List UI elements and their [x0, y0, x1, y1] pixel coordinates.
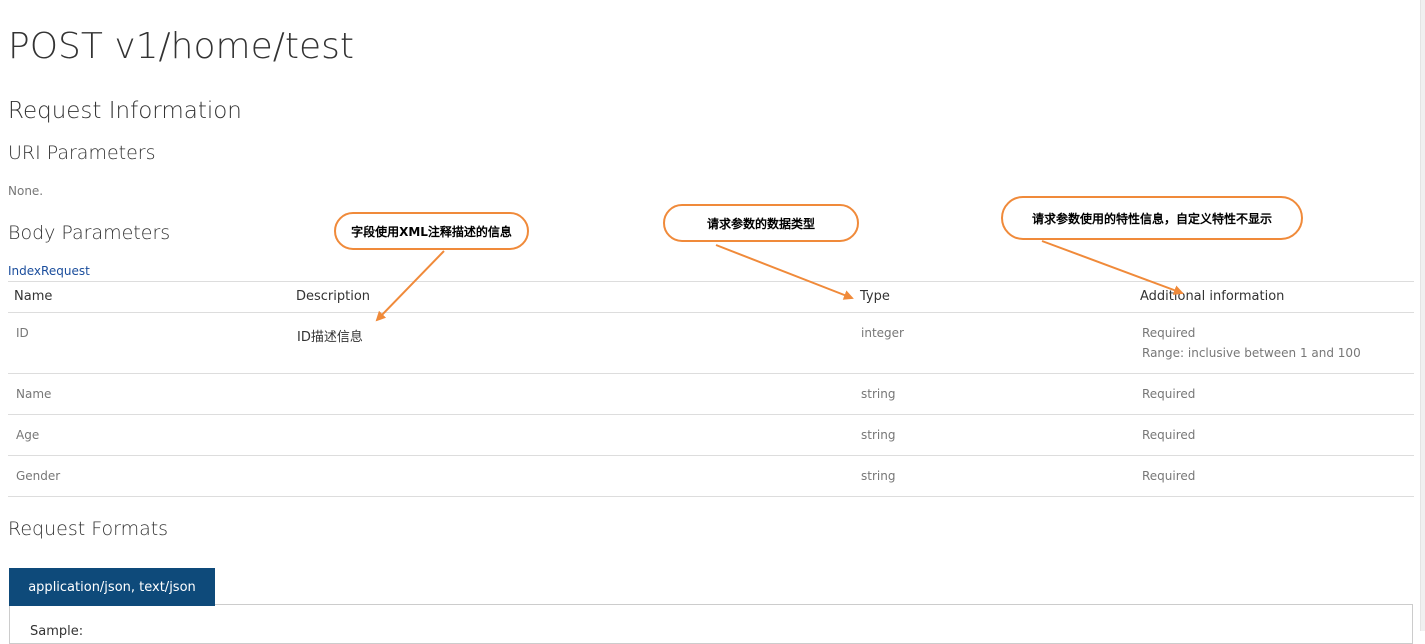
row-divider [8, 455, 1414, 456]
column-header-description: Description [296, 289, 371, 304]
column-header-type: Type [860, 289, 890, 304]
param-type: integer [861, 326, 904, 340]
model-link-indexrequest[interactable]: IndexRequest [8, 264, 90, 278]
row-divider [8, 373, 1414, 374]
page-title: POST v1/home/test [8, 26, 354, 67]
uri-parameters-heading: URI Parameters [8, 142, 156, 164]
param-name: ID [16, 326, 29, 340]
description-callout: 字段使用XML注释描述的信息 [334, 212, 529, 250]
request-formats-heading: Request Formats [8, 518, 169, 540]
column-header-name: Name [14, 289, 53, 304]
sample-panel [9, 604, 1413, 644]
description-arrow [375, 250, 445, 322]
uri-parameters-none: None. [8, 184, 44, 198]
param-description: ID描述信息 [297, 330, 363, 345]
param-info-required: Required [1142, 387, 1196, 401]
body-parameters-heading: Body Parameters [8, 222, 171, 244]
param-type: string [861, 469, 896, 483]
param-name: Gender [16, 469, 61, 483]
scrollbar[interactable] [1420, 0, 1425, 631]
param-name: Name [16, 387, 52, 401]
table-top-rule [8, 281, 1414, 282]
param-name: Age [16, 428, 40, 442]
request-information-heading: Request Information [8, 98, 242, 124]
table-header-rule [8, 312, 1414, 313]
type-arrow [715, 244, 854, 300]
param-info-required: Required [1142, 428, 1196, 442]
param-type: string [861, 428, 896, 442]
param-type: string [861, 387, 896, 401]
annotation-arrows [375, 240, 1184, 322]
column-header-additional-information: Additional information [1140, 289, 1285, 304]
info-arrow [1041, 240, 1184, 295]
param-info-required: Required [1142, 326, 1196, 340]
param-info-range: Range: inclusive between 1 and 100 [1142, 346, 1361, 360]
info-callout: 请求参数使用的特性信息，自定义特性不显示 [1001, 196, 1303, 240]
row-divider [8, 414, 1414, 415]
tab-application-json[interactable]: application/json, text/json [9, 568, 215, 606]
type-callout: 请求参数的数据类型 [663, 204, 859, 242]
param-info-required: Required [1142, 469, 1196, 483]
table-bottom-rule [8, 496, 1414, 497]
sample-label: Sample: [30, 624, 84, 639]
